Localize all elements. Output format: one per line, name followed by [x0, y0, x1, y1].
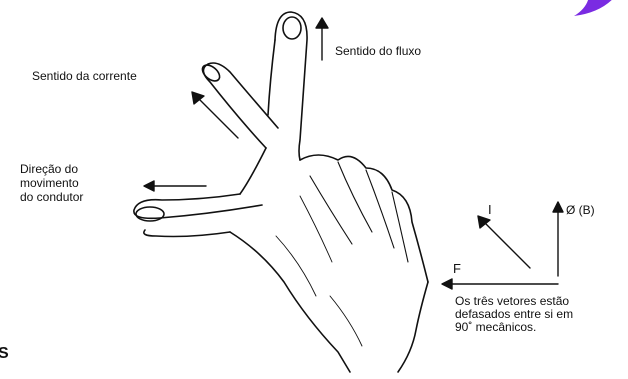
palm-outline [240, 148, 266, 194]
motion-direction-label: Direção do movimento do condutor [20, 162, 83, 204]
vector-f-arrow [442, 279, 558, 289]
vector-i-label: I [488, 203, 492, 217]
vector-f-label: F [453, 262, 461, 276]
vectors-note: Os três vetores estão defasados entre si… [455, 295, 573, 334]
middle-finger-outline [134, 194, 262, 218]
vector-phi-label: Ø (B) [566, 203, 595, 217]
vector-phi-arrow [553, 202, 563, 276]
motion-arrow [144, 181, 206, 191]
current-arrow [192, 92, 238, 138]
current-direction-label: Sentido da corrente [32, 69, 137, 83]
flux-direction-label: Sentido do fluxo [335, 44, 421, 58]
edge-text-fragment: S [0, 345, 9, 363]
thumb-nail [283, 17, 301, 39]
index-finger-nail [199, 62, 222, 84]
flux-arrow [316, 18, 328, 60]
index-finger-outline [203, 63, 278, 148]
vector-i-arrow [478, 216, 530, 268]
thumb-outline [275, 12, 307, 160]
